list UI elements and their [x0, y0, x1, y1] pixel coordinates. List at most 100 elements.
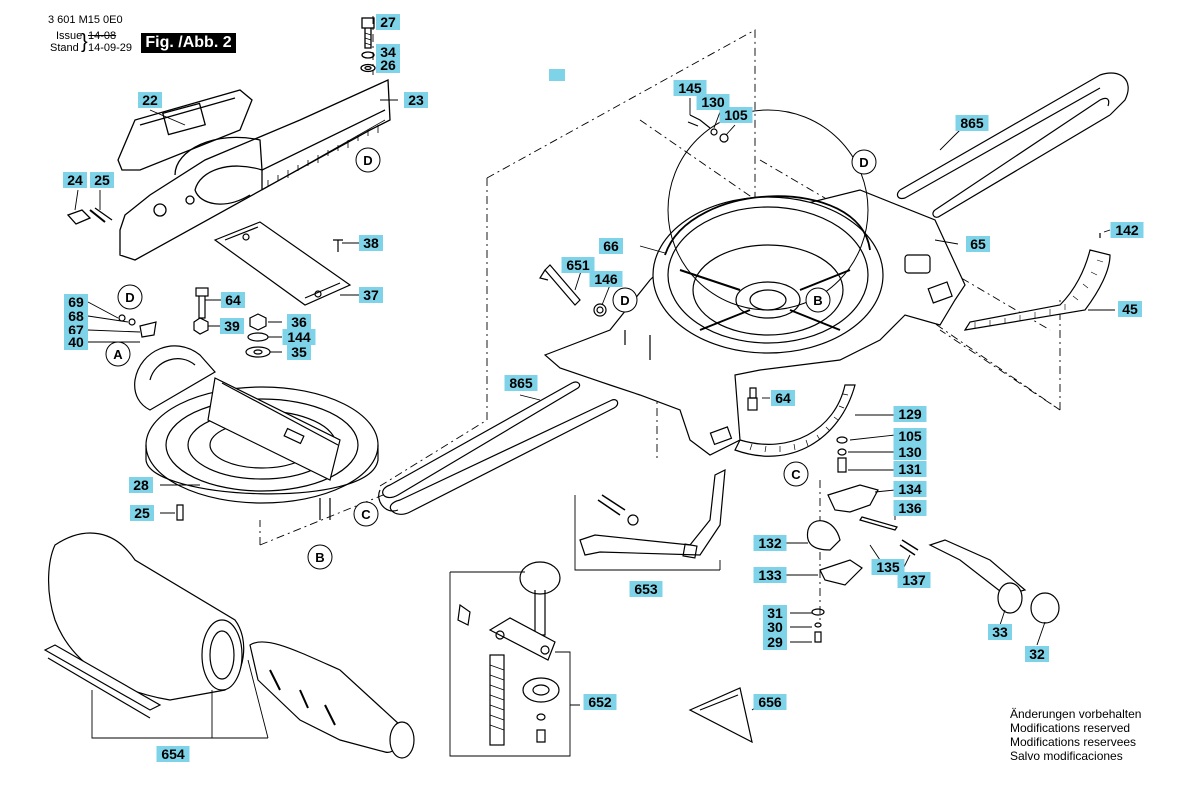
part-label-bg	[893, 406, 927, 422]
part-label: 32	[1029, 646, 1045, 662]
part-label-bg	[589, 271, 623, 287]
reference-letter: D	[859, 155, 868, 170]
part-label-bg	[955, 115, 989, 131]
part-label: 105	[724, 107, 748, 123]
part-label-bg	[719, 107, 753, 123]
part-label: 134	[898, 481, 922, 497]
note-fr: Modifications reservees	[1010, 735, 1137, 749]
part-label-bg	[599, 238, 623, 254]
part-label: 145	[678, 80, 702, 96]
part-label: 65	[970, 236, 986, 252]
part-label-bg	[504, 375, 538, 391]
part-label: 66	[603, 238, 619, 254]
part-label: 22	[142, 92, 158, 108]
part-label-bg	[988, 624, 1012, 640]
part-label-bg	[64, 334, 88, 350]
part-label: 656	[758, 694, 782, 710]
part-label-bg	[376, 14, 400, 30]
part-label: 652	[588, 694, 612, 710]
part-label-bg	[561, 257, 595, 273]
part-label-bg	[771, 390, 795, 406]
bevel-lock-assembly	[806, 436, 1060, 643]
issue-label: Issue	[56, 30, 83, 42]
part-label: 865	[509, 375, 533, 391]
part-label-bg	[63, 172, 87, 188]
extension-rail-right-865	[896, 72, 1129, 218]
turntable-28	[118, 287, 379, 521]
part-label: 68	[68, 308, 84, 324]
reference-circles	[105, 147, 877, 570]
part-label-bg	[282, 329, 316, 345]
note-de: Änderungen vorbehalten	[1010, 707, 1142, 721]
ref-A-1	[105, 341, 131, 367]
ref-D-2	[117, 284, 143, 310]
part-label-bg	[893, 428, 927, 444]
note-en: Modifications reserved	[1010, 721, 1131, 735]
part-label: 25	[94, 172, 110, 188]
part-label-bg	[763, 619, 787, 635]
part-label: 105	[898, 428, 922, 444]
ref-D-1	[355, 147, 381, 173]
part-label-bg	[287, 344, 311, 360]
part-label-bg	[753, 694, 787, 710]
part-label: 64	[775, 390, 791, 406]
part-label: 651	[566, 257, 590, 273]
stand-label: Stand	[50, 42, 79, 54]
part-label-bg	[893, 461, 927, 477]
part-label: 26	[380, 57, 396, 73]
part-label-bg	[583, 694, 617, 710]
part-label-bg	[893, 500, 927, 516]
reference-letter: B	[813, 293, 822, 308]
part-label-bg	[629, 581, 663, 597]
clamp-652	[449, 561, 571, 757]
reference-letter: B	[315, 550, 324, 565]
part-label-bg	[138, 92, 162, 108]
part-label-bg	[696, 94, 730, 110]
part-label: 130	[701, 94, 725, 110]
part-label-bg	[763, 605, 787, 621]
part-label-bg	[871, 559, 905, 575]
part-label: 30	[767, 619, 783, 635]
part-label-bg	[376, 44, 400, 60]
part-label: 31	[767, 605, 783, 621]
ref-D-4	[612, 287, 638, 313]
figure-tag: Fig. /Abb. 2	[141, 33, 236, 53]
part-label-bg	[130, 505, 154, 521]
part-label: 131	[898, 461, 922, 477]
part-label: 35	[291, 344, 307, 360]
stand-value: 14-09-29	[88, 42, 133, 54]
part-label-bg	[753, 567, 787, 583]
part-label: 34	[380, 44, 396, 60]
part-label: 36	[291, 314, 307, 330]
part-label-bg	[673, 80, 707, 96]
part-label-bg	[156, 746, 190, 762]
part-label-bg	[287, 314, 311, 330]
part-label: 45	[1122, 301, 1138, 317]
bevel-scale-129	[734, 384, 856, 457]
part-label-bg	[64, 308, 88, 324]
part-label-bg	[893, 481, 927, 497]
blade-guard-assembly	[66, 17, 391, 261]
part-label: 64	[225, 292, 241, 308]
doc-number: 3 601 M15 0E0	[48, 14, 123, 26]
part-label: 129	[898, 406, 922, 422]
part-label: 137	[902, 572, 926, 588]
part-label: 865	[960, 115, 984, 131]
part-label-bg	[376, 57, 400, 73]
dust-bag-hose-654	[43, 532, 415, 759]
part-label-bg	[359, 235, 383, 251]
part-label-bg	[129, 477, 153, 493]
part-label: 142	[1115, 222, 1139, 238]
wedge-656	[688, 687, 753, 744]
part-label: 39	[224, 318, 240, 334]
part-label: 24	[67, 172, 83, 188]
part-label: 40	[68, 334, 84, 350]
reference-letter: C	[361, 507, 371, 522]
reference-letter: D	[125, 290, 134, 305]
part-label: 37	[363, 287, 379, 303]
part-label: 25	[134, 505, 150, 521]
part-label: 133	[758, 567, 782, 583]
